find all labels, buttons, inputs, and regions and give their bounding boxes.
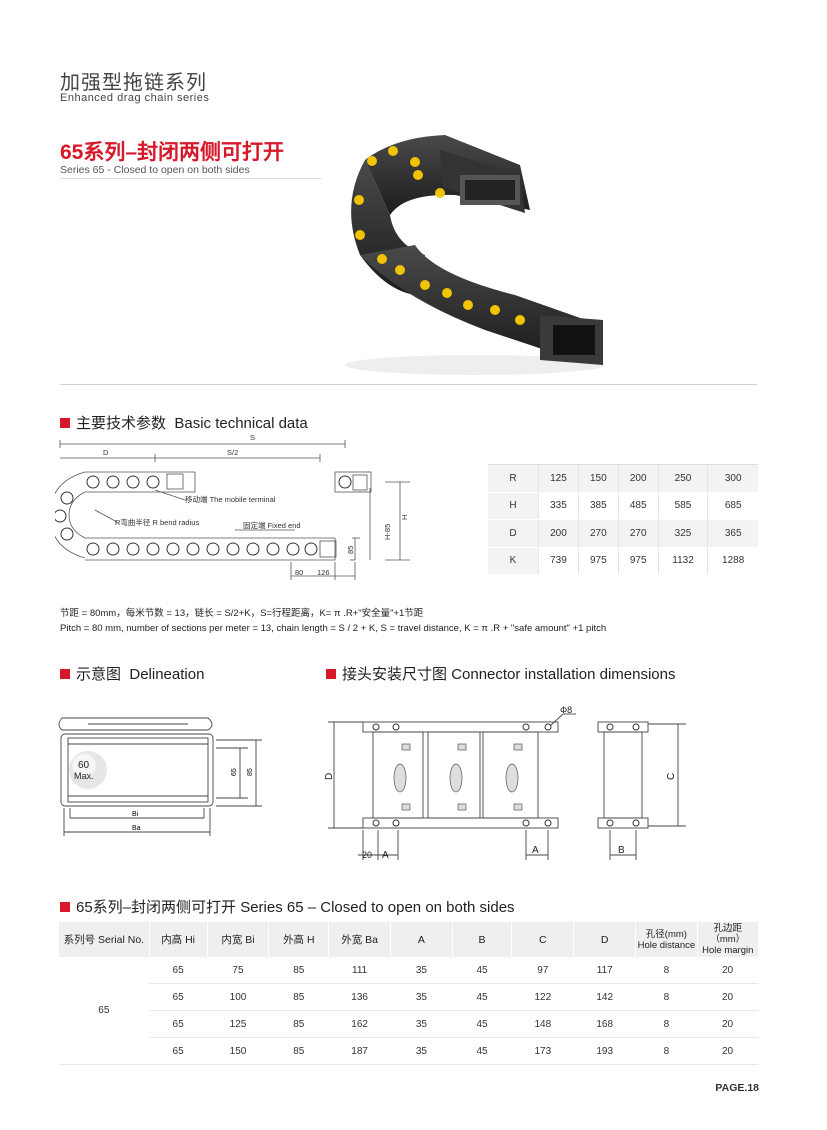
red-square-icon (60, 902, 70, 912)
max-diameter-unit: Max. (74, 771, 94, 781)
dim-s: S (250, 433, 255, 442)
dim-a-left: A (382, 850, 389, 861)
dim-s-half: S/2 (227, 448, 238, 457)
drag-chain-product-image (345, 135, 605, 375)
section-divider (60, 384, 757, 385)
red-square-icon (60, 418, 70, 428)
pitch-note-cn: 节距 = 80mm，每米节数 = 13，链长 = S/2+K，S=行程距离，K=… (60, 608, 424, 619)
red-square-icon (60, 669, 70, 679)
label-bend-radius: R弯曲半径 R bend radius (115, 517, 199, 527)
chain-dimension-diagram: S D S/2 移动端 The mobile terminal R弯曲半径 R … (55, 433, 410, 580)
catalog-title-en: Enhanced drag chain series (60, 92, 210, 104)
dim-phi8: Φ8 (560, 705, 572, 715)
page-number: PAGE.18 (715, 1082, 759, 1094)
label-fixed-end: 固定端 Fixed end (243, 520, 301, 530)
red-square-icon (326, 669, 336, 679)
dim-d: D (324, 773, 335, 780)
max-diameter-value: 60 (78, 760, 90, 771)
dim-h: H (400, 515, 409, 520)
dim-85: 85 (247, 768, 254, 776)
series-title-en: Series 65 - Closed to open on both sides (60, 164, 250, 176)
pitch-note-en: Pitch = 80 mm, number of sections per me… (60, 623, 607, 634)
dim-126: 126 (317, 568, 330, 577)
dim-a-right: A (532, 845, 539, 856)
dim-80: 80 (295, 568, 303, 577)
dim-c: C (666, 773, 677, 780)
spec-heading: 65系列–封闭两侧可打开 Series 65 – Closed to open … (60, 896, 515, 917)
dim-65: 65 (231, 768, 238, 776)
spec-table: 系列号 Serial No. 内高 Hi 内宽 Bi 外高 H 外宽 Ba A … (58, 922, 758, 1065)
connector-diagram: Φ8 D 20 A A C B (324, 705, 686, 861)
serial-cell: 65 (58, 957, 150, 1065)
dim-b: B (618, 845, 625, 856)
series-title-cn: 65系列–封闭两侧可打开 (60, 141, 285, 164)
delineation-heading: 示意图 Delineation (60, 663, 204, 684)
dim-h-85: H-85 (383, 524, 392, 540)
dim-20: 20 (362, 850, 372, 860)
dim-bi: Bi (132, 811, 139, 818)
connector-heading: 接头安装尺寸图 Connector installation dimension… (326, 663, 675, 684)
dim-d: D (103, 448, 109, 457)
dim-85: 85 (346, 546, 355, 554)
table-header-row: 系列号 Serial No. 内高 Hi 内宽 Bi 外高 H 外宽 Ba A … (58, 922, 758, 957)
delineation-diagram: 60 Max. 65 85 Bi Ba (58, 717, 262, 836)
catalog-title-cn: 加强型拖链系列 (60, 72, 207, 94)
title-divider (60, 178, 322, 179)
basic-data-heading: 主要技术参数 Basic technical data (60, 412, 308, 433)
dim-ba: Ba (132, 825, 141, 832)
label-mobile-terminal: 移动端 The mobile terminal (185, 494, 276, 504)
